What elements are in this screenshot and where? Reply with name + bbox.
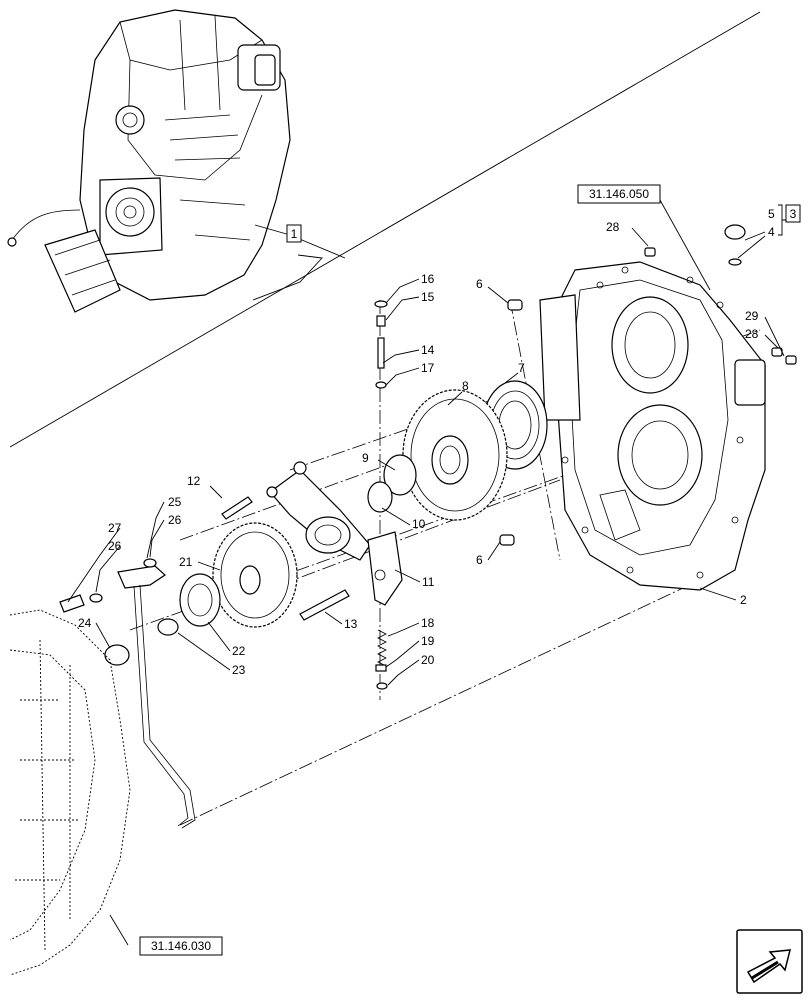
assembly-box [286,224,302,243]
gear-housing [539,261,766,591]
callout-11: 11 [422,575,435,589]
detent-pin-assembly [374,300,388,389]
callout-15: 15 [421,290,435,304]
snap-ring-10 [367,481,393,513]
callout-4: 4 [768,225,775,239]
callout-13: 13 [344,617,358,631]
callout-12: 12 [187,474,201,488]
callout-24: 24 [78,616,92,630]
arrow-icon[interactable] [736,929,803,994]
callout-25: 25 [168,495,182,509]
callout-3: 3 [790,207,797,221]
separator-line [9,11,761,448]
dowel-lower [499,534,515,546]
snap-ring-23 [157,618,179,636]
callout-5: 5 [768,207,775,221]
callout-22: 22 [232,644,246,658]
reference-box-top [577,184,661,204]
callout-29: 29 [745,309,759,323]
callout-7: 7 [518,361,525,375]
callout-18: 18 [421,616,435,630]
transmission-housing-dotted [9,609,131,976]
transmission-assembly-thumbnail [7,9,291,313]
kit-box [785,204,801,223]
bolt-12 [221,496,253,520]
callout-21: 21 [179,555,193,569]
large-gear [402,389,508,521]
leader-1b [252,254,323,301]
spring-assembly [375,629,388,690]
idler-gear [212,522,298,628]
callout-1: 1 [291,227,298,241]
oil-pipe [59,558,196,829]
breather-plug [724,224,746,266]
callout-16: 16 [421,272,435,286]
callout-26-upper: 26 [168,513,182,527]
shift-fork [266,461,403,606]
callout-10: 10 [412,517,426,531]
callout-leaders [67,199,785,946]
roller-bearing [179,573,221,627]
callout-23: 23 [232,663,246,677]
reference-box-bottom [139,936,223,956]
callout-28-lower: 28 [745,327,759,341]
callout-14: 14 [421,343,435,357]
reference-bottom[interactable]: 31.146.030 [151,939,211,953]
callout-8: 8 [462,379,469,393]
callout-28-upper: 28 [606,220,620,234]
callout-6-upper: 6 [476,277,483,291]
bracket-3 [778,204,786,236]
callout-27: 27 [108,521,122,535]
callout-19: 19 [421,634,435,648]
pin-29 [785,355,797,365]
callout-26-lower: 26 [108,539,122,553]
dowel-upper [507,299,523,311]
bolt-13 [299,589,350,621]
callout-9: 9 [362,451,369,465]
snap-ring-9 [383,454,417,496]
callout-2: 2 [740,593,747,607]
callout-20: 20 [421,653,435,667]
callout-17: 17 [421,361,435,375]
reference-top[interactable]: 31.146.050 [589,187,649,201]
callout-labels: 2 4 5 6 6 7 8 9 10 11 12 13 14 15 16 17 … [78,207,775,677]
pin-28-upper [644,247,656,257]
callout-6-lower: 6 [476,553,483,567]
